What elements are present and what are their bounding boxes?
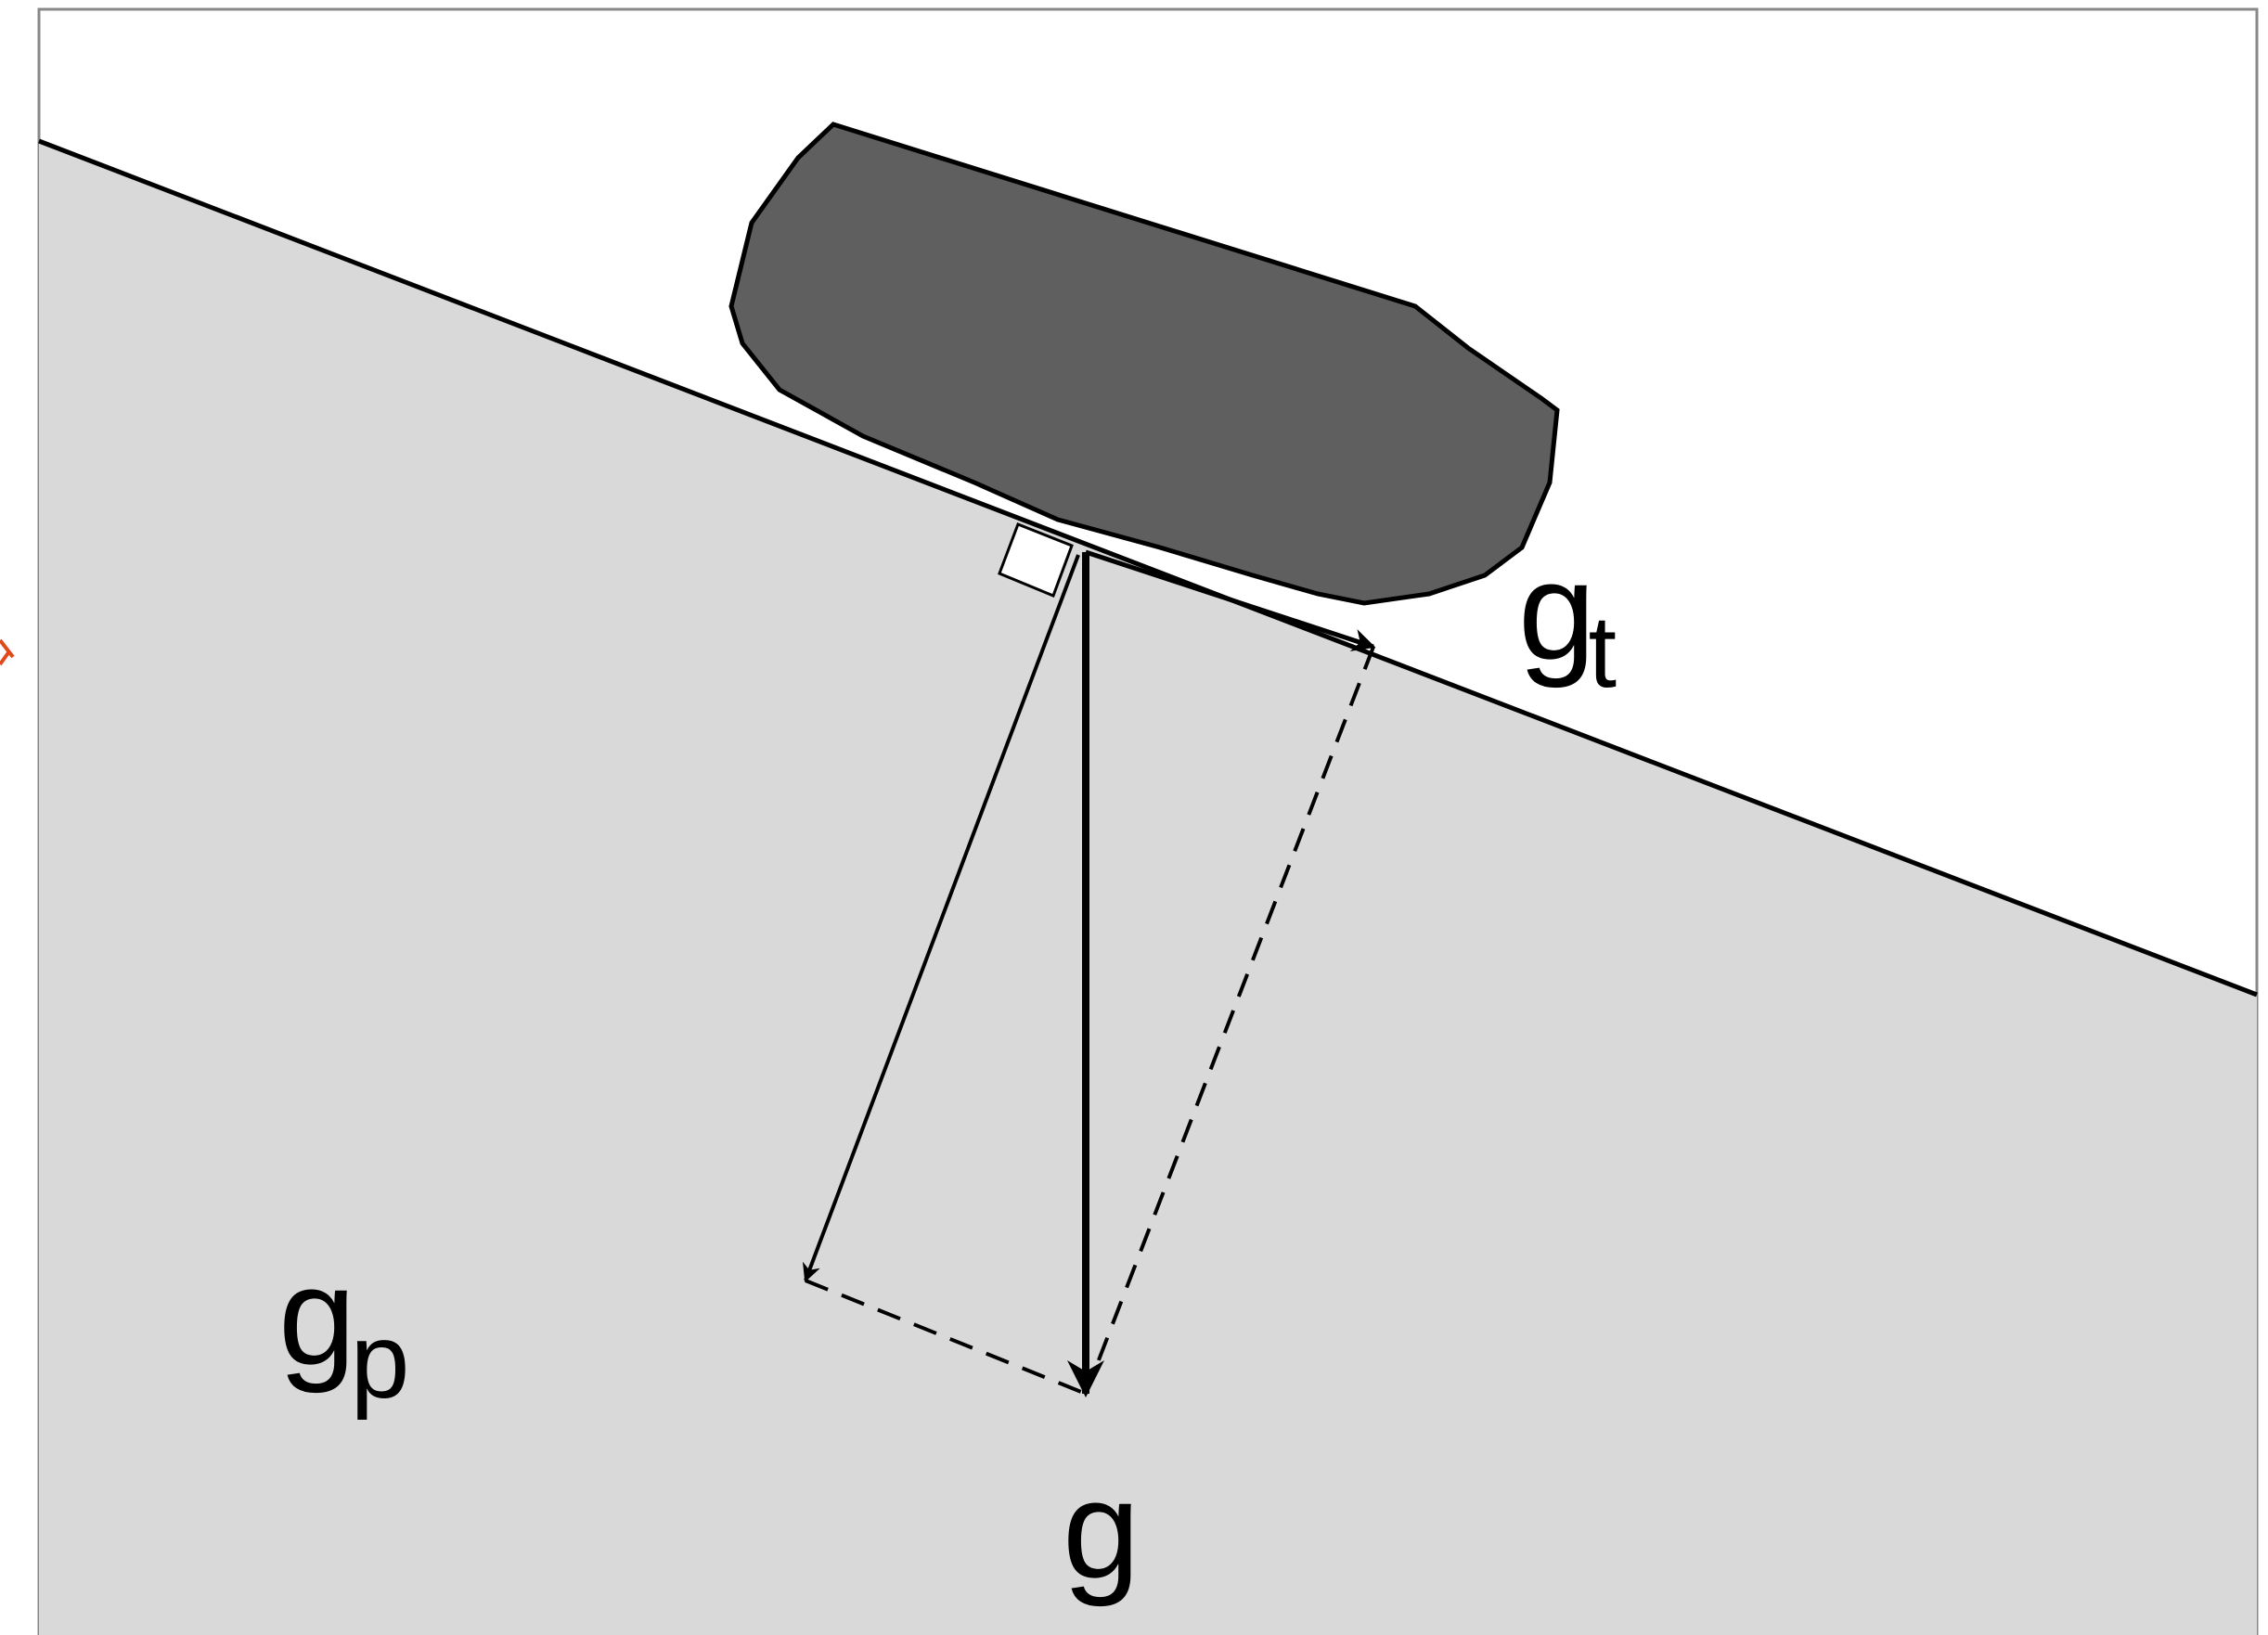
right-angle-marker [998, 522, 1074, 598]
construction-line-right [1084, 646, 1375, 1395]
perpendicular-component-vector [802, 554, 1080, 1282]
perpendicular-component-label-main: g [278, 1238, 355, 1394]
slope-surface-line [38, 138, 2258, 998]
perpendicular-component-label: gp [278, 1238, 409, 1421]
parallel-component-label-sub: t [1588, 595, 1617, 709]
rock-block [728, 122, 1560, 606]
parallel-component-vector [1085, 549, 1376, 651]
perpendicular-component-label-sub: p [350, 1302, 409, 1421]
gravity-label: g [1063, 1451, 1140, 1607]
slope-ground [39, 141, 2257, 1635]
construction-line-bottom [805, 1279, 1087, 1396]
parallel-component-label: gt [1518, 533, 1617, 709]
parallel-component-label-main: g [1518, 533, 1595, 689]
edge-mark [0, 638, 15, 666]
